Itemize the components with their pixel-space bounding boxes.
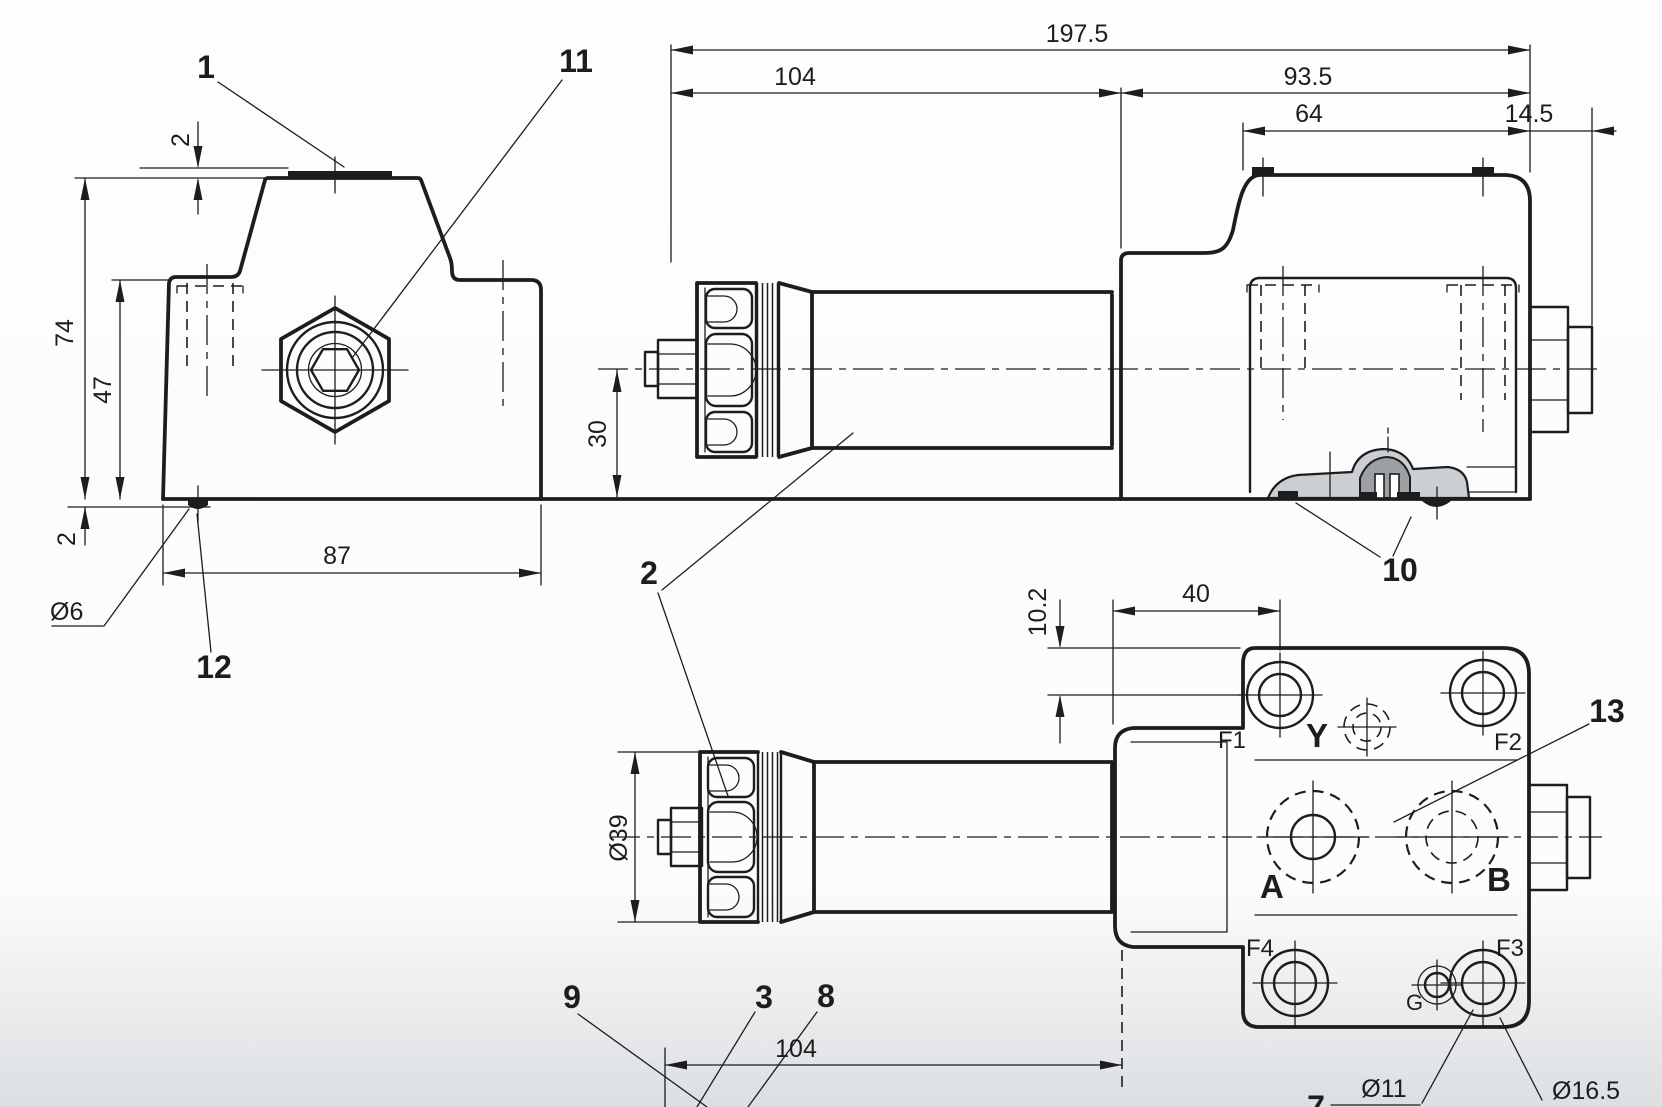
item-label-10: 10	[1382, 552, 1418, 588]
port-label-a: A	[1260, 868, 1284, 905]
dim-total-height: 74	[51, 319, 79, 347]
locating-pin	[188, 485, 208, 523]
item-label-13: 13	[1589, 693, 1625, 729]
dim-tube-length: 104	[774, 63, 816, 91]
hex-centerlines	[261, 295, 409, 445]
port-label-f4: F4	[1246, 935, 1274, 962]
port-label-b: B	[1487, 861, 1511, 898]
item-label-8: 8	[817, 978, 835, 1014]
spring-tube	[810, 290, 1114, 450]
spring-tube-bottom	[812, 760, 1114, 914]
front-view: 2 74 47 2 87 Ø6 1 11 12	[50, 43, 1532, 685]
side-dimensions: 197.5 104 93.5 64 14.5 30	[584, 20, 1617, 498]
port-label-y: Y	[1306, 717, 1328, 754]
knurl-band-bottom	[758, 752, 781, 922]
end-plug-hex-side	[1528, 305, 1594, 434]
adjustment-knob	[695, 281, 814, 459]
dim-total-length: 197.5	[1046, 20, 1109, 48]
top-plate	[288, 171, 392, 178]
item-label-1: 1	[197, 49, 215, 85]
adjustment-screw-end-bottom	[656, 806, 704, 868]
dim-pin-diameter: Ø6	[50, 598, 83, 626]
seal-detail	[1266, 427, 1517, 520]
dim-hole-small-diameter: Ø11	[1361, 1075, 1406, 1103]
dim-shoulder-height: 47	[89, 376, 117, 404]
adjustment-knob-bottom	[698, 750, 816, 924]
front-dimensions: 2 74 47 2 87 Ø6	[50, 121, 542, 627]
dim-plate-height: 2	[167, 133, 195, 147]
port-label-g: G	[1406, 990, 1423, 1015]
dim-hole-large-diameter: Ø16.5	[1552, 1077, 1620, 1105]
port-label-f2: F2	[1494, 729, 1522, 756]
port-label-f3: F3	[1496, 935, 1524, 962]
port-holes: F1 F2 Y A B F4 F3	[1218, 650, 1526, 1026]
valve-body-side	[1119, 157, 1532, 501]
dim-top-length: 64	[1295, 100, 1323, 128]
side-view: 197.5 104 93.5 64 14.5 30 2 10	[584, 20, 1617, 797]
port-label-f1: F1	[1218, 727, 1246, 754]
dim-base-width: 87	[323, 542, 351, 570]
bottom-view: F1 F2 Y A B F4 F3	[563, 580, 1625, 1107]
dim-axis-height: 30	[584, 420, 612, 448]
front-body-outline	[161, 156, 543, 501]
end-plug-hex-bottom	[1527, 783, 1592, 892]
knurl-band	[756, 283, 779, 457]
dim-body-length: 93.5	[1284, 63, 1333, 91]
item-label-11: 11	[559, 43, 593, 79]
port-block-outline	[1113, 646, 1531, 1090]
dim-base-gap: 2	[53, 532, 81, 546]
bottom-dimensions: 10.2 40 Ø39 104 Ø11 Ø16.5	[605, 580, 1620, 1107]
item-label-7: 7	[1307, 1089, 1325, 1107]
side-item-labels: 2 10	[640, 432, 1418, 797]
item-label-3: 3	[755, 979, 773, 1015]
dim-knob-diameter: Ø39	[605, 814, 633, 861]
locknut-hex	[261, 295, 409, 445]
front-hidden-holes	[176, 260, 504, 408]
dim-top-offset: 10.2	[1024, 588, 1052, 637]
dim-tube-length-bottom: 104	[775, 1035, 817, 1063]
item-label-9: 9	[563, 979, 581, 1015]
bottom-item-labels: 9 3 8 13 7	[563, 693, 1625, 1107]
dim-plug-length: 14.5	[1505, 100, 1554, 128]
front-item-labels: 1 11 12	[196, 43, 593, 685]
item-label-2: 2	[640, 555, 658, 591]
item-label-12: 12	[196, 649, 232, 685]
dim-hole-offset: 40	[1182, 580, 1210, 608]
